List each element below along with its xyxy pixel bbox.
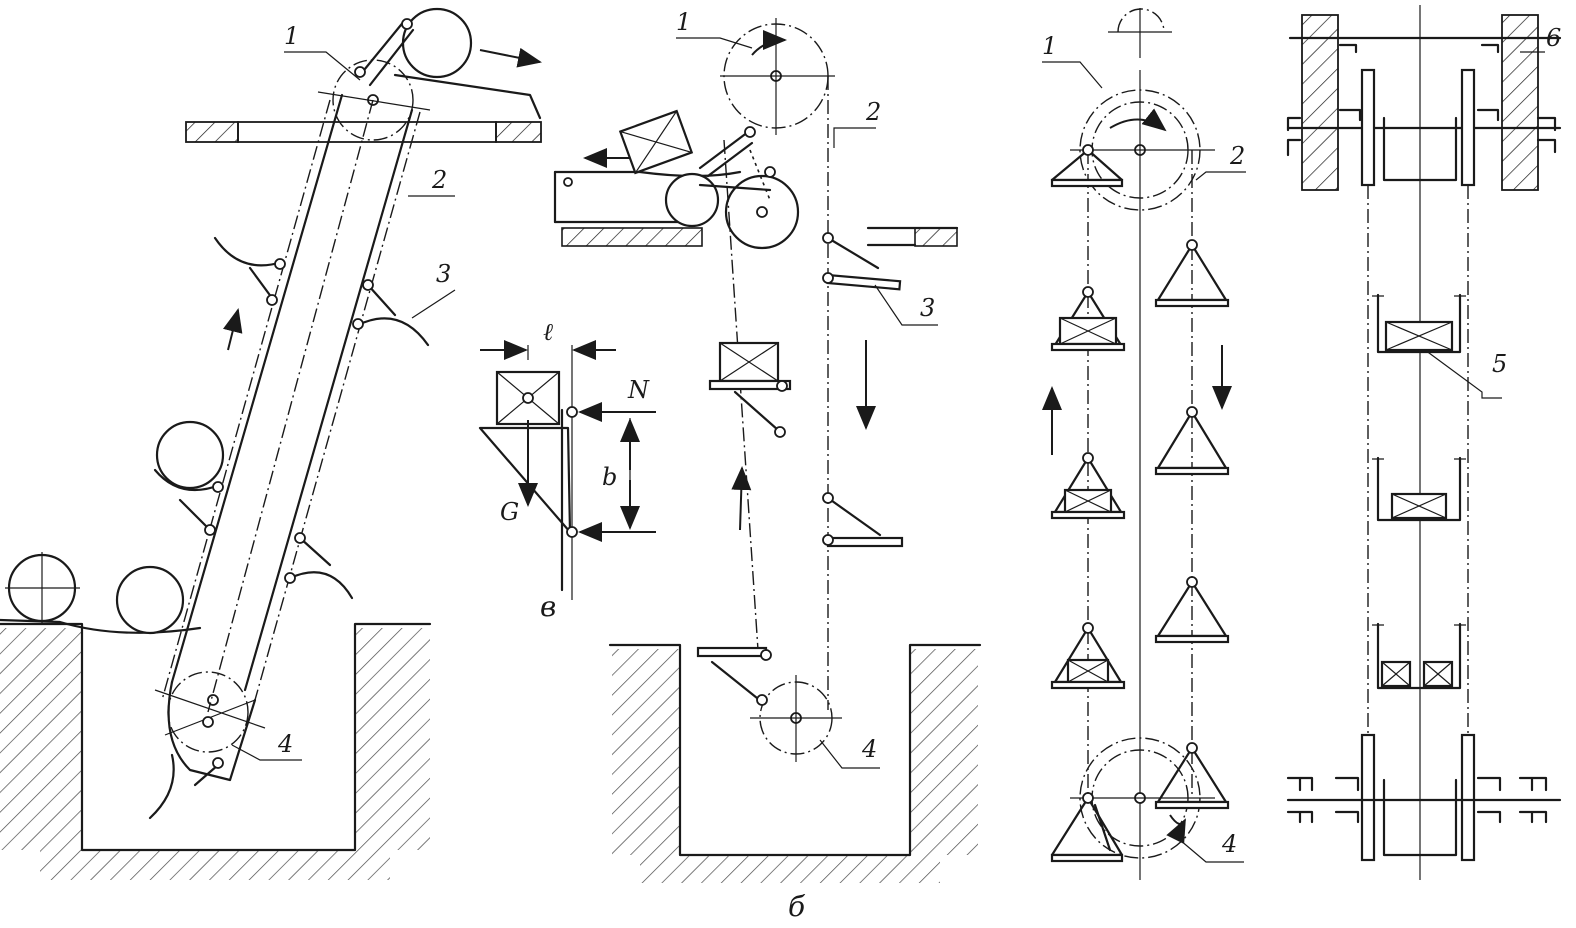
discharge-chute-a <box>393 73 542 120</box>
flight-a-top <box>354 18 415 87</box>
carrier-c-right-1 <box>1154 239 1230 308</box>
carrier-c-left-1 <box>1050 144 1124 188</box>
top-gear-left-d <box>1301 14 1339 191</box>
label-b-3: 3 <box>920 294 935 322</box>
top-gear-right-d <box>1501 14 1539 191</box>
flight-b-2 <box>822 492 904 548</box>
top-sprocket-left-d <box>1360 68 1376 187</box>
log-a-waiting <box>115 565 185 635</box>
label-a-1: 1 <box>284 22 299 50</box>
output-arrow-a <box>479 47 542 68</box>
log-a-lifted <box>155 420 225 490</box>
figure-c-carrier-elevator: 1 2 4 <box>1042 8 1246 880</box>
label-d-6: 6 <box>1546 24 1561 52</box>
flight-a-3 <box>153 468 224 536</box>
top-sprocket-a <box>332 59 414 141</box>
label-b-1: 1 <box>676 8 691 36</box>
bottom-sprocket-right-d <box>1460 733 1476 862</box>
label-d-5: 5 <box>1492 350 1507 378</box>
pit-b <box>608 643 982 883</box>
carrier-d-2 <box>1372 456 1466 522</box>
flight-a-1 <box>213 236 286 306</box>
label-c-2: 2 <box>1229 142 1245 170</box>
figure-b-vertical-conveyor: 1 2 3 4 б <box>553 8 982 923</box>
carrier-c-left-5 <box>1050 792 1124 863</box>
carrier-c-left-4 <box>1050 622 1126 690</box>
bottom-sprocket-left-d <box>1360 733 1376 862</box>
label-v-N: N <box>627 376 650 404</box>
caption-v: в <box>540 590 556 623</box>
carrier-c-left-3 <box>1050 452 1126 520</box>
flight-b-top <box>698 126 776 192</box>
direction-arrow-a <box>222 308 243 351</box>
flight-b-1 <box>822 232 902 291</box>
frame-rail-left-a <box>170 93 344 684</box>
frame-rail-right-a <box>243 108 414 692</box>
box-sliding-b <box>618 109 694 175</box>
label-a-3: 3 <box>436 260 451 288</box>
carrier-d-3 <box>1372 622 1466 690</box>
flight-a-4 <box>284 532 354 600</box>
label-v-G: G <box>500 498 519 526</box>
top-log-a <box>401 7 473 79</box>
label-c-4: 4 <box>1221 830 1237 858</box>
flight-b-3-with-box <box>708 341 792 438</box>
carrier-c-right-2 <box>1154 406 1230 476</box>
carrier-c-right-3 <box>1154 576 1230 644</box>
figure-a-inclined-conveyor: 1 2 3 4 <box>0 7 542 880</box>
label-b-4: 4 <box>861 735 877 763</box>
top-sprocket-right-d <box>1460 68 1476 187</box>
figure-v-force-diagram: ℓ N b G в <box>478 318 656 623</box>
flight-a-5 <box>148 753 224 820</box>
carrier-c-right-4 <box>1154 742 1230 810</box>
label-c-1: 1 <box>1042 32 1057 60</box>
carrier-c-left-2 <box>1050 286 1126 352</box>
floor-slab-a <box>185 121 542 143</box>
label-a-4: 4 <box>277 730 293 758</box>
caption-b: б <box>788 890 806 923</box>
support-roll-b-1 <box>664 172 720 228</box>
label-a-2: 2 <box>431 166 447 194</box>
carrier-d-1 <box>1372 293 1466 354</box>
pit-a <box>0 618 432 880</box>
flight-a-2 <box>352 279 430 347</box>
flight-b-bottom <box>696 646 772 706</box>
direction-arrow-b-up <box>731 466 752 531</box>
label-b-2: 2 <box>865 98 881 126</box>
label-v-b: b <box>602 463 617 491</box>
figure-d-side-view: 5 6 <box>1286 5 1561 880</box>
label-v-l: ℓ <box>543 318 553 346</box>
